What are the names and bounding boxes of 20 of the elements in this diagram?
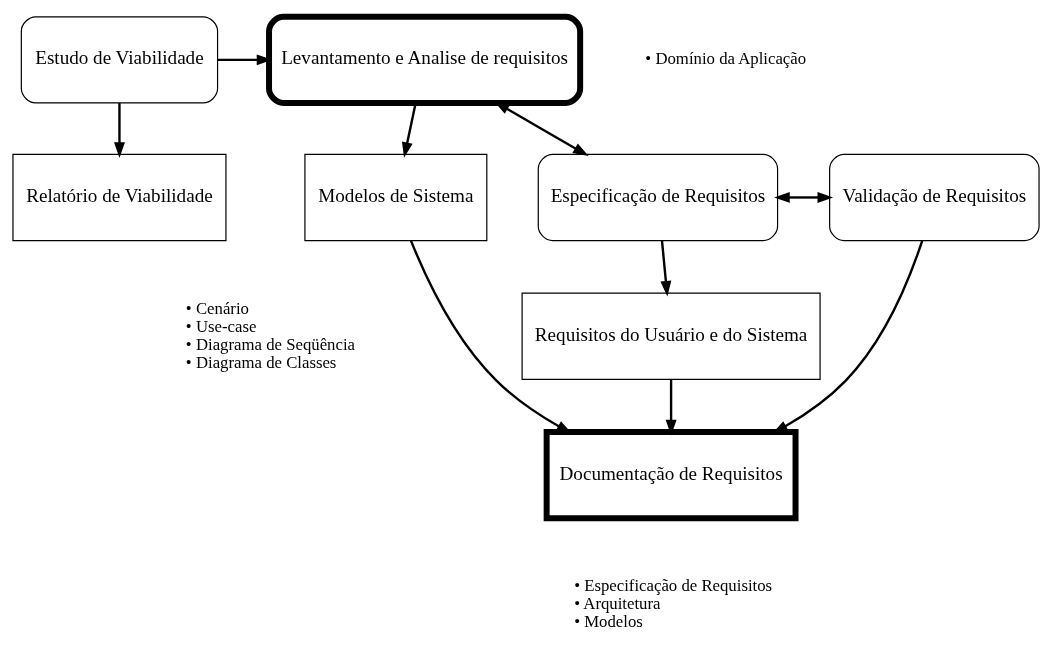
- arrow: [774, 192, 834, 203]
- node-label: • Modelos: [574, 612, 643, 632]
- node-box: Levantamento e Analise de requisitos: [266, 13, 584, 106]
- node-box: Estudo de Viabilidade: [20, 16, 219, 104]
- arrow: [660, 240, 672, 297]
- node-box: Relatório de Viabilidade: [12, 153, 227, 242]
- node-label: • Especificação de Requisitos: [574, 576, 773, 596]
- arrow: [665, 379, 677, 436]
- node-box: Especificação de Requisitos: [537, 153, 779, 242]
- arrow: [217, 54, 273, 66]
- node-label: • Use-case: [185, 316, 257, 336]
- node-label: • Arquitetura: [574, 594, 661, 614]
- node-label: • Diagrama de Seqüência: [185, 334, 355, 354]
- node-label: • Domínio da Aplicação: [645, 49, 807, 69]
- node-box: Documentação de Requisitos: [543, 429, 799, 522]
- arrow: [114, 103, 125, 158]
- node-box: Requisitos do Usuário e do Sistema: [521, 292, 821, 380]
- node-box: Modelos de Sistema: [304, 153, 488, 242]
- node-box: Validação de Requisitos: [829, 153, 1040, 242]
- node-label: • Cenário: [185, 298, 249, 318]
